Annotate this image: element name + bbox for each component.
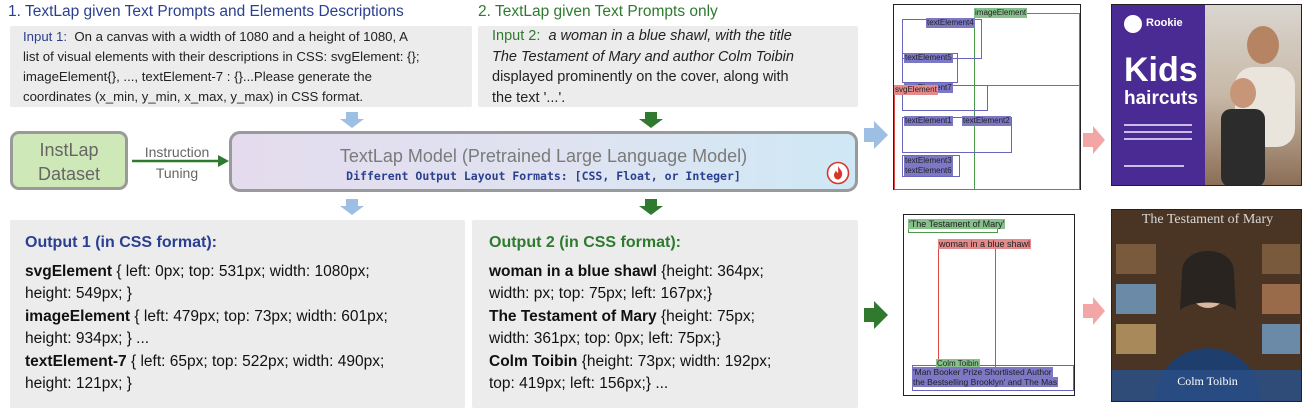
input1-line: list of visual elements with their descr… [23, 49, 420, 64]
input1-line: coordinates (x_min, y_min, x_max, y_max)… [23, 89, 364, 104]
element-css: width: 361px; top: 0px; left: 75px;} [489, 330, 721, 347]
model-subtitle: Different Output Layout Formats: [CSS, F… [346, 169, 741, 183]
input2-line: displayed prominently on the cover, alon… [492, 69, 789, 85]
section1-title: 1. TextLap given Text Prompts and Elemen… [8, 3, 404, 20]
dataset-line: InstLap [39, 140, 99, 160]
output2-panel: Output 2 (in CSS format): woman in a blu… [472, 220, 858, 408]
input1-label: Input 1: [23, 29, 67, 44]
rookie-logo-icon [1124, 15, 1142, 33]
green-right-arrow-icon [864, 301, 888, 329]
dataset-line: Dataset [37, 164, 101, 184]
input2-text: Input 2: a woman in a blue shawl, with t… [492, 26, 852, 108]
layout-label: textElement3 [904, 156, 953, 166]
layout-label: textElement2 [962, 116, 1011, 126]
layout2-visualization: 'The Testament of Mary' woman in a blue … [903, 214, 1075, 396]
layout-label: the Bestselling Brooklyn' and The Mas [912, 377, 1059, 387]
input1-panel: Input 1: On a canvas with a width of 108… [10, 26, 472, 107]
element-css: {height: 75px; [656, 307, 755, 325]
element-name: textElement-7 [25, 352, 127, 370]
element-css: { left: 0px; top: 531px; width: 1080px; [112, 262, 370, 280]
input1-line: imageElement{}, ..., textElement-7 : {}.… [23, 69, 372, 84]
bookshelf-photo-icon [1112, 210, 1301, 401]
instruction-tuning-label: Instruction Tuning [134, 142, 220, 184]
layout-label: woman in a blue shawl [938, 239, 1032, 249]
textlap-model-box: TextLap Model (Pretrained Large Language… [229, 131, 858, 192]
poster1-title: Kids [1124, 51, 1198, 89]
layout-label: 'Man Booker Prize Shortlisted Author [912, 367, 1053, 377]
tuning-line: Instruction [144, 144, 210, 160]
green-down-arrow-icon [639, 112, 663, 128]
output2-heading: Output 2 (in CSS format): [489, 234, 681, 251]
element-css: {height: 73px; width: 192px; [577, 352, 772, 370]
input1-text: Input 1: On a canvas with a width of 108… [23, 27, 468, 107]
element-name: woman in a blue shawl [489, 262, 657, 280]
element-css: { left: 479px; top: 73px; width: 601px; [130, 307, 388, 325]
output2-text: Output 2 (in CSS format): woman in a blu… [489, 232, 855, 396]
element-name: The Testament of Mary [489, 307, 657, 325]
layout-label: textElement1 [904, 116, 953, 126]
instlap-dataset-box: InstLap Dataset [10, 131, 128, 190]
poster1-subtitle: haircuts [1124, 88, 1198, 109]
price-list [1124, 119, 1192, 145]
layout-label: 'The Testament of Mary' [908, 219, 1006, 229]
blue-right-arrow-icon [864, 121, 888, 149]
layout-label: textElement6 [904, 166, 953, 176]
input2-line: a woman in a blue shawl, with the title [548, 28, 792, 44]
layout1-visualization: imageElement textElement4 textElement5 t… [893, 4, 1081, 190]
output1-text: Output 1 (in CSS format): svgElement { l… [25, 232, 461, 396]
pink-right-arrow-icon [1083, 297, 1105, 325]
footer-text [1124, 165, 1184, 167]
layout-label: svgElement [894, 85, 938, 95]
input2-panel: Input 2: a woman in a blue shawl, with t… [478, 26, 858, 107]
input2-line: The Testament of Mary and author Colm To… [492, 48, 794, 65]
green-down-arrow-icon [639, 199, 663, 215]
poster2-image: The Testament of Mary Colm Toibin [1111, 209, 1302, 402]
input2-label: Input 2: [492, 28, 541, 44]
layout-label: Colm Toibin [936, 359, 980, 369]
output1-heading: Output 1 (in CSS format): [25, 234, 217, 251]
element-css: height: 549px; } [25, 285, 132, 302]
model-title: TextLap Model (Pretrained Large Language… [339, 146, 748, 166]
people-photo-icon [1221, 26, 1295, 185]
text-element-box [902, 155, 960, 177]
pink-right-arrow-icon [1083, 126, 1105, 154]
blue-down-arrow-icon [340, 112, 364, 128]
element-name: svgElement [25, 262, 113, 280]
element-css: {height: 364px; [656, 262, 764, 280]
poster2-title: The Testament of Mary [1141, 212, 1274, 227]
fire-icon [826, 161, 850, 185]
photo-region [1205, 5, 1301, 185]
poster2-author: Colm Toibin [1177, 374, 1238, 388]
layout-label: imageElement [974, 8, 1028, 18]
blue-down-arrow-icon [340, 199, 364, 215]
input2-line: the text '...'. [492, 89, 566, 106]
element-css: top: 419px; left: 156px;} ... [489, 375, 669, 392]
section2-title: 2. TextLap given Text Prompts only [478, 3, 718, 20]
element-name: imageElement [25, 307, 131, 325]
output1-panel: Output 1 (in CSS format): svgElement { l… [10, 220, 465, 408]
element-css: height: 121px; } [25, 375, 132, 392]
tuning-line: Tuning [155, 165, 199, 181]
poster1-brand: Rookie [1146, 17, 1183, 29]
text-element-box [902, 117, 1012, 153]
element-css: height: 934px; } ... [25, 330, 150, 347]
poster1-image: Rookie Kids haircuts [1111, 4, 1302, 186]
image-element-box [974, 13, 1080, 190]
tuning-arrow-icon [132, 155, 229, 167]
layout-label: textElement4 [926, 18, 975, 28]
element-name: Colm Toibin [489, 352, 578, 370]
element-css: width: px; top: 75px; left: 167px;} [489, 285, 713, 302]
element-css: { left: 65px; top: 522px; width: 490px; [126, 352, 385, 370]
layout-label: textElement5 [904, 53, 953, 63]
input1-line: On a canvas with a width of 1080 and a h… [74, 29, 408, 44]
